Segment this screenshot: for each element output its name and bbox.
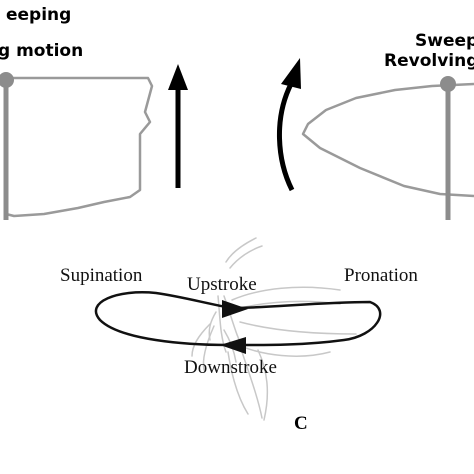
panel-c-letter: C — [294, 413, 308, 434]
upstroke-arrowhead — [222, 300, 248, 318]
panel-a-wing-outline — [5, 76, 154, 218]
downstroke-arrowhead — [220, 337, 246, 354]
panel-b-caption-line2: Revolving — [384, 51, 474, 71]
supination-label: Supination — [60, 265, 143, 286]
panel-a-hinge-joint — [0, 72, 14, 88]
panel-a-sweeping: eeping g motion — [0, 5, 188, 220]
panel-b-revolving: Sweep Revolving — [276, 31, 474, 220]
mosquito-sketch — [191, 237, 357, 421]
pronation-label: Pronation — [344, 265, 418, 286]
panel-b-wing-outline — [301, 82, 474, 198]
panel-b-hinge-joint — [440, 76, 456, 92]
panel-b-caption-line1: Sweep — [415, 31, 474, 51]
panel-a-caption-line2: g motion — [0, 41, 83, 61]
downstroke-label: Downstroke — [184, 357, 277, 378]
panel-a-caption-line1: eeping — [6, 5, 71, 25]
panel-c-stroke-cycle: Supination Upstroke Pronation Downstroke… — [60, 237, 418, 434]
panel-a-translation-arrow — [168, 64, 188, 188]
panel-b-rotation-arrow — [276, 58, 301, 192]
upstroke-label: Upstroke — [187, 274, 257, 295]
